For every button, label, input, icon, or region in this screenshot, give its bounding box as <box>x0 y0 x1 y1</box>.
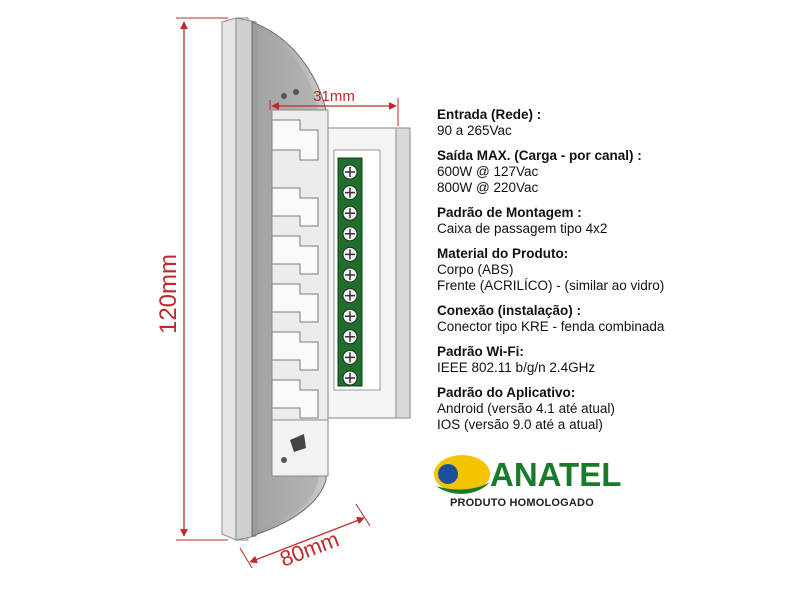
dim-120mm-label: 120mm <box>155 254 182 334</box>
spec-value: IEEE 802.11 b/g/n 2.4GHz <box>437 360 596 375</box>
spec-value: 600W @ 127Vac <box>437 164 539 179</box>
spec-value: Frente (ACRILÍCO) - (similar ao vidro) <box>437 278 665 293</box>
spec-value: 90 a 265Vac <box>437 123 512 138</box>
spec-block: Saída MAX. (Carga - por canal) :600W @ 1… <box>437 148 797 196</box>
anatel-emblem-icon <box>434 455 490 494</box>
terminal-screws <box>342 164 358 386</box>
screw-slot <box>345 228 355 239</box>
spec-value: Conector tipo KRE - fenda combinada <box>437 319 665 334</box>
spec-title: Material do Produto: <box>437 246 569 261</box>
spec-value: IOS (versão 9.0 até a atual) <box>437 417 603 432</box>
spec-block: Padrão do Aplicativo:Android (versão 4.1… <box>437 385 797 433</box>
spec-title: Entrada (Rede) : <box>437 107 542 122</box>
spec-block: Conexão (instalação) :Conector tipo KRE … <box>437 303 797 335</box>
spec-title: Saída MAX. (Carga - por canal) : <box>437 148 642 163</box>
spec-block: Padrão Wi-Fi:IEEE 802.11 b/g/n 2.4GHz <box>437 344 797 376</box>
anatel-wordmark: ANATEL <box>490 456 622 493</box>
spec-block: Material do Produto:Corpo (ABS)Frente (A… <box>437 246 797 294</box>
spec-value: Caixa de passagem tipo 4x2 <box>437 221 608 236</box>
dim-80mm-label: 80mm <box>276 526 342 571</box>
dim-120mm: 120mm <box>155 17 228 541</box>
screw-slot <box>345 331 355 342</box>
spec-value: 800W @ 220Vac <box>437 180 539 195</box>
spec-title: Padrão de Montagem : <box>437 205 582 220</box>
spec-title: Padrão do Aplicativo: <box>437 385 576 400</box>
terminal-housing <box>327 127 411 419</box>
dim-31mm-label: 31mm <box>313 88 355 105</box>
dim-31mm: 31mm <box>269 88 399 126</box>
screw-slot <box>345 167 355 177</box>
spec-block: Entrada (Rede) :90 a 265Vac <box>437 107 797 139</box>
spec-value: Corpo (ABS) <box>437 262 514 277</box>
screw-slot <box>345 249 355 260</box>
screw-slot <box>345 352 355 363</box>
spec-value: Android (versão 4.1 até atual) <box>437 401 615 416</box>
screw-slot <box>345 208 355 219</box>
screw-slot <box>345 187 355 198</box>
screw-slot <box>345 290 355 301</box>
anatel-logo: ANATEL PRODUTO HOMOLOGADO <box>432 452 632 514</box>
spec-title: Conexão (instalação) : <box>437 303 582 318</box>
spec-block: Padrão de Montagem :Caixa de passagem ti… <box>437 205 797 237</box>
side-body <box>271 89 329 477</box>
screw-slot <box>345 311 355 322</box>
spec-title: Padrão Wi-Fi: <box>437 344 524 359</box>
screw-slot <box>345 270 355 280</box>
anatel-subtitle: PRODUTO HOMOLOGADO <box>450 497 594 509</box>
screw-slot <box>345 373 355 383</box>
